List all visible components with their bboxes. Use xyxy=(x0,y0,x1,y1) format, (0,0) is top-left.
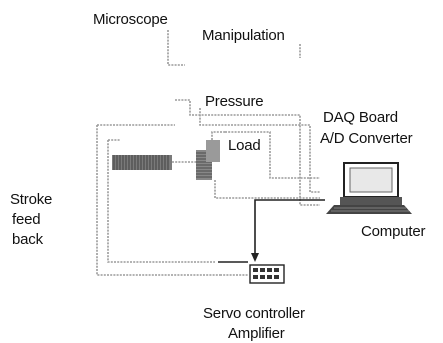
stroke-feedback-loop xyxy=(96,124,220,276)
label-computer: Computer xyxy=(361,223,425,240)
label-amplifier: Amplifier xyxy=(228,325,285,342)
load-cell xyxy=(196,131,225,180)
computer-to-servo-line xyxy=(251,199,325,262)
label-daq-board: DAQ Board xyxy=(323,109,398,126)
microscope-manipulation-connector xyxy=(167,30,301,66)
label-feed: feed xyxy=(12,211,40,228)
label-load: Load xyxy=(228,137,261,154)
label-back: back xyxy=(12,231,44,248)
label-manipulation: Manipulation xyxy=(202,27,285,44)
computer-icon xyxy=(326,162,412,214)
label-pressure: Pressure xyxy=(205,93,263,110)
label-servo-controller: Servo controller xyxy=(203,305,305,322)
signal-lines xyxy=(175,99,320,206)
label-stroke: Stroke xyxy=(10,191,52,208)
label-microscope: Microscope xyxy=(93,11,168,28)
actuator-cylinder xyxy=(112,155,196,170)
servo-amplifier-box xyxy=(218,261,285,284)
label-ad-converter: A/D Converter xyxy=(320,130,413,147)
